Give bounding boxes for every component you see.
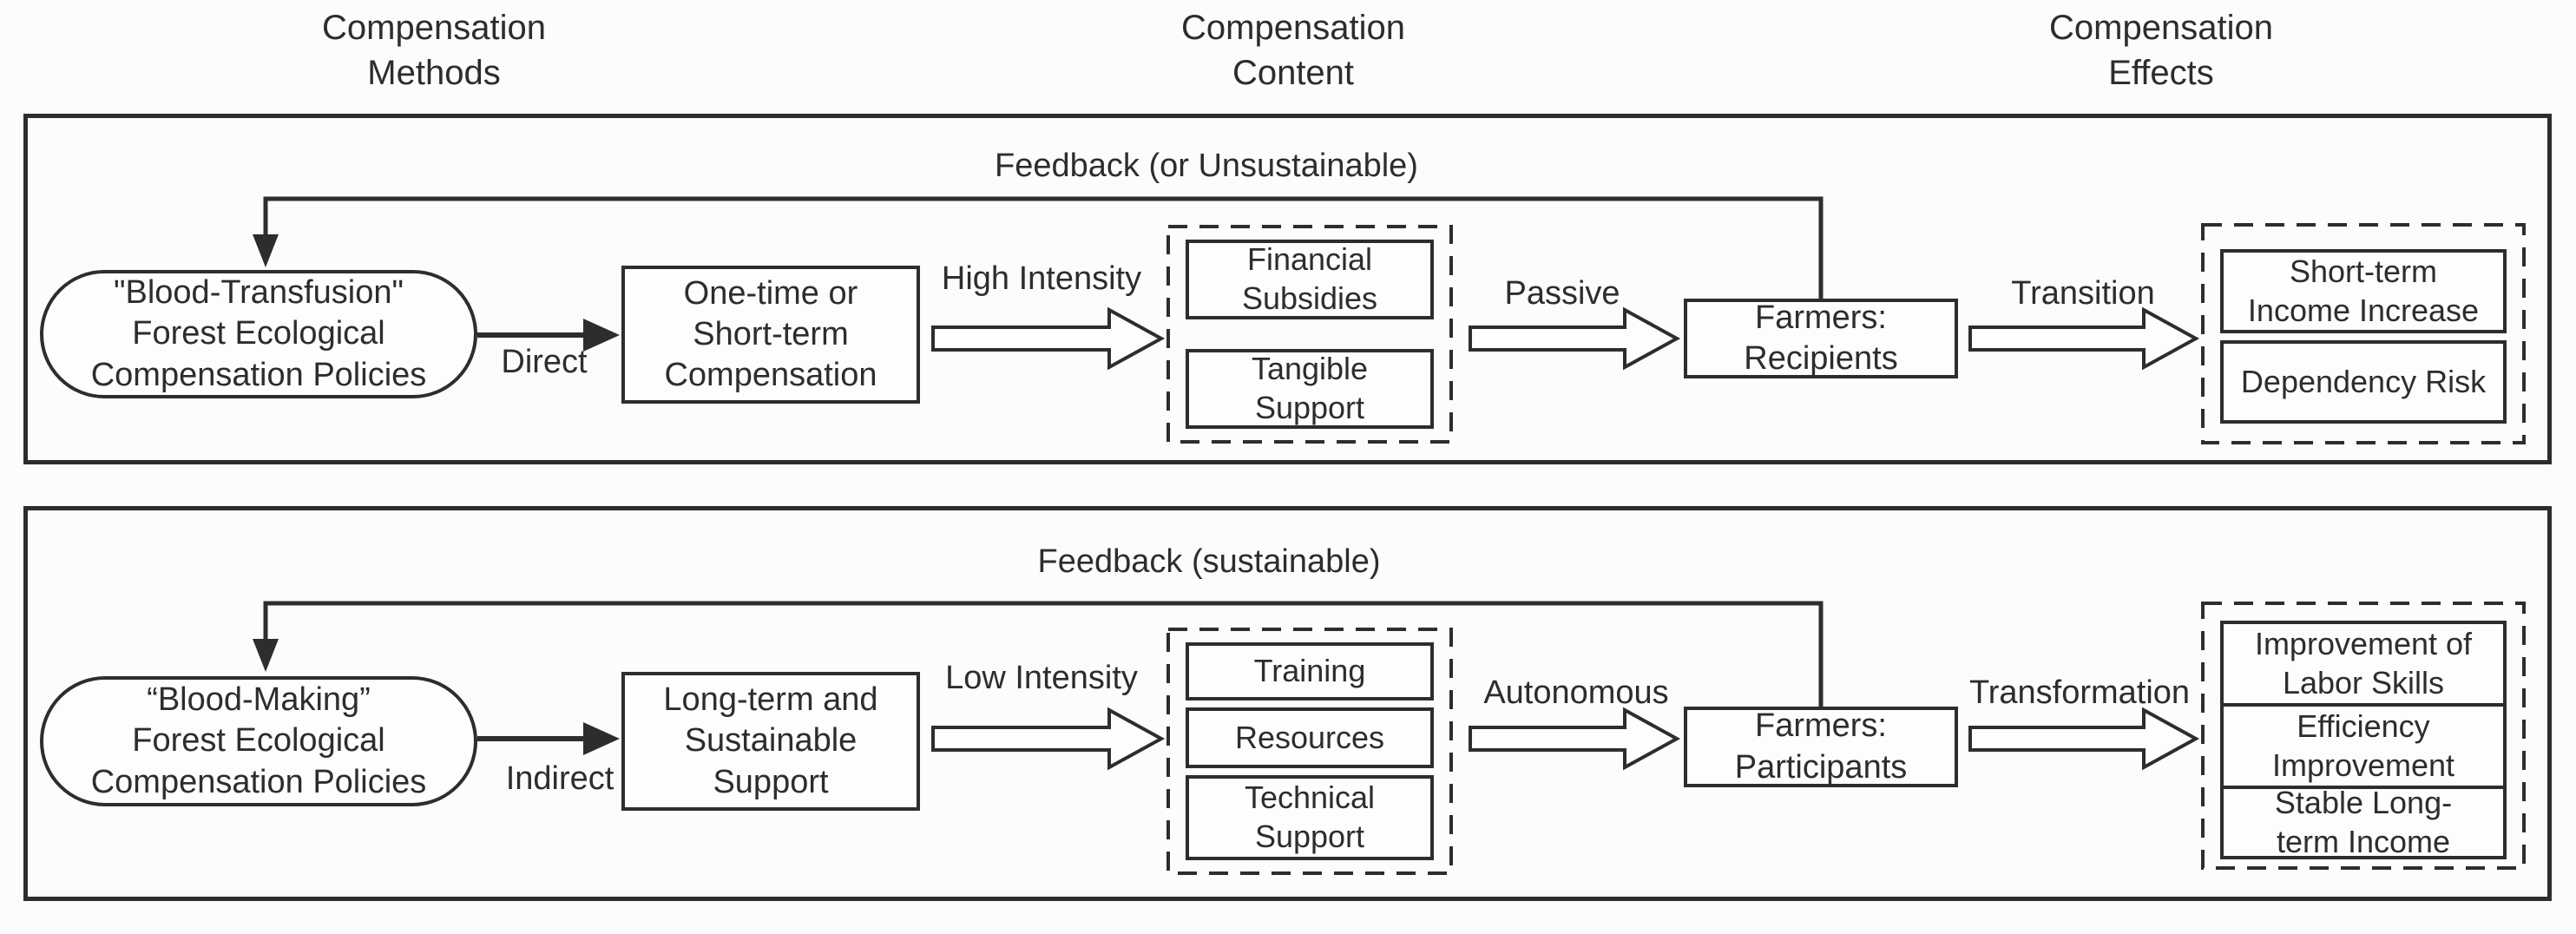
box-improvement-of-labor-skills: Improvement of Labor Skills xyxy=(2220,621,2507,707)
block-arrow-high-intensity xyxy=(931,306,1166,371)
box-short-term-income-increase: Short-term Income Increase xyxy=(2220,249,2507,333)
dashed-group-effects-unsustainable xyxy=(2201,223,2526,444)
box-resources: Resources xyxy=(1186,707,1434,768)
feedback-title-unsustainable: Feedback (or Unsustainable) xyxy=(995,148,1418,184)
feedback-line-unsustainable xyxy=(263,196,1824,299)
block-arrow-autonomous xyxy=(1469,707,1681,771)
column-header-compensation-content: Compensation Content xyxy=(1181,9,1405,92)
dashed-group-content-unsustainable xyxy=(1166,225,1453,444)
feedback-arrowhead-sustainable xyxy=(253,639,279,672)
direct-arrowhead xyxy=(583,319,620,352)
box-long-term-sustainable-support: Long-term and Sustainable Support xyxy=(621,672,920,811)
arrow-label-direct: Direct xyxy=(501,344,588,380)
box-tangible-support: Tangible Support xyxy=(1186,349,1434,429)
feedback-line-sustainable xyxy=(263,601,1824,707)
box-one-time-short-term-compensation: One-time or Short-term Compensation xyxy=(621,266,920,404)
block-arrow-low-intensity xyxy=(931,707,1166,771)
block-arrow-transition xyxy=(1968,306,2200,371)
arrow-label-low-intensity: Low Intensity xyxy=(945,660,1138,696)
dashed-group-effects-sustainable xyxy=(2201,602,2526,870)
arrow-label-transition: Transition xyxy=(2011,275,2155,312)
block-arrow-transformation xyxy=(1968,707,2200,771)
box-efficiency-improvement: Efficiency Improvement xyxy=(2220,703,2507,789)
policy-stadium-blood-making: “Blood-Making” Forest Ecological Compens… xyxy=(40,676,477,806)
indirect-arrowhead xyxy=(583,722,620,755)
arrow-label-transformation: Transformation xyxy=(1968,674,2191,711)
dashed-group-content-sustainable xyxy=(1166,628,1453,875)
arrow-label-autonomous: Autonomous xyxy=(1483,674,1669,711)
box-dependency-risk: Dependency Risk xyxy=(2220,340,2507,424)
panel-sustainable xyxy=(23,506,2552,901)
feedback-arrowhead-unsustainable xyxy=(253,234,279,267)
box-stable-long-term-income: Stable Long- term Income xyxy=(2220,785,2507,859)
box-training: Training xyxy=(1186,642,1434,700)
column-header-compensation-effects: Compensation Effects xyxy=(2049,9,2273,92)
box-financial-subsidies: Financial Subsidies xyxy=(1186,240,1434,319)
arrow-label-passive: Passive xyxy=(1504,275,1620,312)
arrow-label-indirect: Indirect xyxy=(505,760,614,797)
panel-unsustainable xyxy=(23,114,2552,464)
feedback-title-sustainable: Feedback (sustainable) xyxy=(1037,543,1381,580)
policy-stadium-blood-transfusion: "Blood-Transfusion" Forest Ecological Co… xyxy=(40,270,477,398)
box-technical-support: Technical Support xyxy=(1186,775,1434,860)
block-arrow-passive xyxy=(1469,306,1681,371)
box-farmers-participants: Farmers: Participants xyxy=(1684,707,1958,787)
column-header-compensation-methods: Compensation Methods xyxy=(322,9,546,92)
box-farmers-recipients: Farmers: Recipients xyxy=(1684,299,1958,378)
arrow-label-high-intensity: High Intensity xyxy=(941,260,1142,297)
